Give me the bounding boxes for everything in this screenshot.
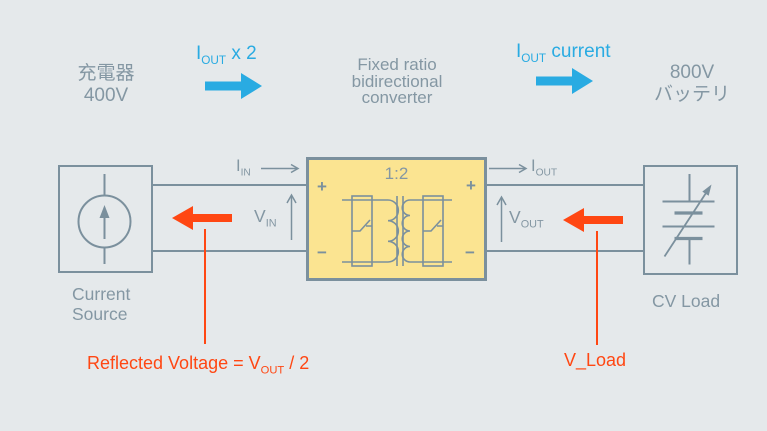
v-in-main: V [254,206,266,226]
charger-label: 充電器 400V [58,63,154,107]
reflected-prefix: Reflected Voltage = [87,353,249,373]
blue-arrow-right-icon-2 [536,68,593,94]
i-in-main: I [236,157,241,175]
v-load-annotation: V_Load [564,350,627,370]
current-source-caption-line2: Source [72,303,128,324]
i-out-main: I [531,157,536,175]
red-arrow-left-icon [172,206,232,230]
v-out-label: VOUT [509,207,544,231]
plus-sign-left: + [317,177,327,196]
cv-load-caption: CV Load [652,291,721,311]
iout-current-sub: OUT [521,51,547,65]
up-arrow-icon-vin [286,193,297,240]
battery-label-line1: 800V [669,62,715,83]
right-arrow-icon-iin [261,163,300,174]
battery-label: 800V バッテリ [644,62,740,106]
reflected-main: V [248,353,261,373]
iout-current-main: I [516,41,522,62]
iout-x2-sub: OUT [201,53,227,67]
blue-arrow-right-icon [205,73,262,99]
cv-load-box [643,165,738,275]
i-out-label: IOUT [531,157,557,178]
converter-box: 1:2 + + − − [306,157,487,281]
red-leader-line-left [204,229,206,344]
current-source-icon [77,174,132,264]
red-arrow-left-icon-2 [563,208,623,232]
red-leader-line-right [596,231,598,345]
wire-bottom-left [153,249,306,252]
v-in-label: VIN [254,206,277,230]
wire-top-right [487,183,643,186]
iout-x2-main: I [196,43,202,64]
iout-x2-label: IOUT x 2 [196,43,257,67]
charger-label-line2: 400V [83,85,129,106]
reflected-suffix: / 2 [284,353,310,373]
minus-sign-right: − [465,243,475,262]
iout-x2-suffix: x 2 [226,43,257,64]
iout-current-suffix: current [546,41,611,62]
variable-battery-icon [662,174,715,265]
up-arrow-icon-vout [496,195,507,242]
right-arrow-icon-iout [489,163,528,174]
current-source-box [58,165,153,273]
plus-sign-right: + [466,176,476,195]
current-source-caption-line1: Current [72,284,131,304]
v-out-main: V [509,207,521,227]
battery-label-line2: バッテリ [653,84,730,105]
converter-title: Fixed ratio bidirectional converter [330,55,464,107]
minus-sign-left: − [317,243,327,262]
charger-label-line1: 充電器 [77,63,135,84]
transformer-icon [342,195,452,267]
converter-title-line2: bidirectional [351,71,443,91]
iout-current-label: IOUT current [516,41,611,65]
v-out-sub: OUT [520,218,544,231]
reflected-sub: OUT [260,364,285,377]
reflected-voltage-annotation: Reflected Voltage = VOUT / 2 [87,353,309,377]
current-source-caption: Current Source [72,284,131,324]
converter-title-line3: converter [361,88,433,107]
i-in-sub: IN [240,167,251,179]
wire-bottom-right [487,249,643,252]
i-in-label: IIN [236,157,251,178]
i-out-sub: OUT [535,167,558,179]
v-in-sub: IN [265,217,277,230]
turns-ratio-label: 1:2 [384,164,409,183]
converter-title-line1: Fixed ratio [357,55,437,74]
wire-top-left [153,183,306,186]
